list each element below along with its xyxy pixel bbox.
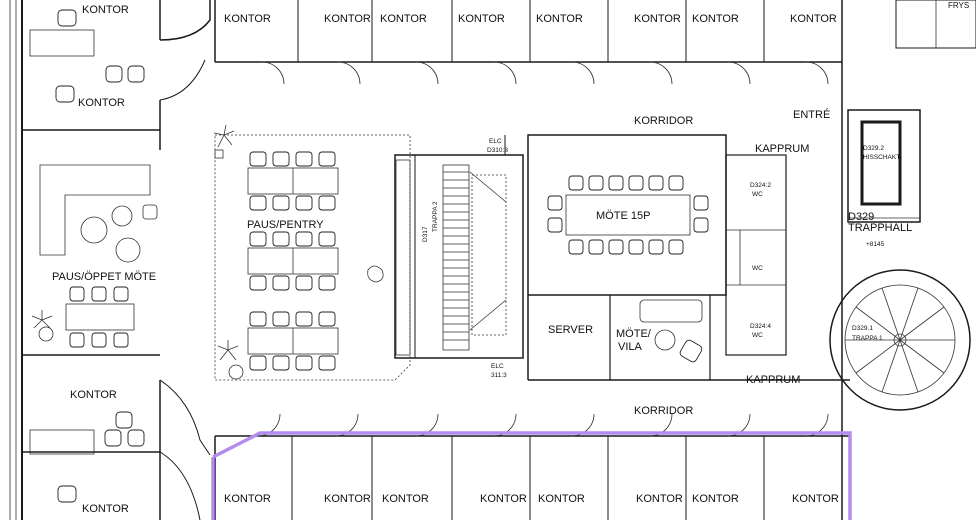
- label-kontor: KONTOR: [82, 4, 129, 16]
- label-trappa2: TRAPPA 2: [432, 201, 439, 232]
- label-paus-pentry: PAUS/PENTRY: [247, 219, 324, 231]
- label-kontor: KONTOR: [458, 13, 505, 25]
- label-entre: ENTRÉ: [793, 108, 830, 121]
- label-trappa2-code: D317: [422, 226, 429, 242]
- label-wc: WC: [752, 191, 763, 198]
- label-kapprum-top: KAPPRUM: [755, 143, 809, 155]
- label-kontor: KONTOR: [634, 13, 681, 25]
- label-kontor: KONTOR: [70, 389, 117, 401]
- label-kontor: KONTOR: [636, 493, 683, 505]
- plant-icon: [213, 124, 235, 159]
- label-hisschakt-code: D329.2: [863, 145, 884, 152]
- label-kontor: KONTOR: [380, 13, 427, 25]
- label-paus-oppet-mote: PAUS/ÖPPET MÖTE: [52, 271, 156, 283]
- label-trappa1: TRAPPA 1: [852, 335, 883, 342]
- label-trapphall-code: D329: [848, 211, 874, 223]
- label-wc-code: D324:2: [750, 182, 771, 189]
- label-kontor: KONTOR: [224, 13, 271, 25]
- label-frys: FRYS: [948, 1, 969, 10]
- sink-icon: [367, 265, 384, 283]
- label-korridor-top: KORRIDOR: [634, 115, 693, 127]
- label-korridor-bottom: KORRIDOR: [634, 405, 693, 417]
- walls: [9, 0, 976, 520]
- label-kontor: KONTOR: [324, 493, 371, 505]
- label-kontor: KONTOR: [536, 13, 583, 25]
- label-kontor: KONTOR: [692, 493, 739, 505]
- plant-icon: [31, 310, 54, 342]
- label-trappa1-code: D329.1: [852, 325, 873, 332]
- label-wc: WC: [752, 265, 763, 272]
- label-kapprum-bottom: KAPPRUM: [746, 374, 800, 386]
- top-office-dividers: [297, 0, 765, 62]
- label-elc-top: ELC: [489, 138, 502, 145]
- label-mote-vila: VILA: [618, 341, 643, 353]
- label-kontor: KONTOR: [790, 13, 837, 25]
- label-mote-vila: MÖTE/: [616, 328, 652, 340]
- top-office-doors: [261, 61, 829, 85]
- label-kontor: KONTOR: [538, 493, 585, 505]
- label-elc-bottom-code: 311:3: [491, 372, 507, 379]
- bottom-office-dividers: [291, 436, 765, 520]
- label-trapphall: TRAPPHALL: [848, 222, 912, 234]
- label-wc: WC: [752, 332, 763, 339]
- label-kontor: KONTOR: [480, 493, 527, 505]
- left-office-furniture: [29, 9, 158, 503]
- label-kontor: KONTOR: [692, 13, 739, 25]
- pentry-chairs: [249, 151, 336, 371]
- label-wc-code: D324:4: [750, 323, 771, 330]
- label-kontor: KONTOR: [224, 493, 271, 505]
- label-elc-top-code: D310:3: [487, 147, 508, 154]
- label-level: +8145: [866, 241, 885, 248]
- spiral-stair-steps: [845, 287, 955, 393]
- label-kontor: KONTOR: [792, 493, 839, 505]
- room-labels: KONTOR KONTOR PAUS/ÖPPET MÖTE KONTOR KON…: [52, 1, 969, 515]
- plant-icon: [217, 340, 244, 380]
- label-kontor: KONTOR: [382, 493, 429, 505]
- pentry-zone: [213, 124, 411, 381]
- bottom-office-doors: [257, 413, 829, 437]
- label-kontor: KONTOR: [82, 503, 129, 515]
- mote-vila-room: [639, 299, 703, 363]
- selection-highlight[interactable]: [211, 431, 852, 520]
- label-kontor: KONTOR: [78, 97, 125, 109]
- label-elc-bottom: ELC: [491, 363, 504, 370]
- meeting-chairs: [547, 175, 709, 255]
- pentry-tables: [247, 167, 339, 355]
- label-server: SERVER: [548, 324, 593, 336]
- label-hisschakt: HISSCHAKT: [863, 154, 900, 161]
- trappa2-stair: [442, 164, 507, 351]
- meeting-room-15p: [547, 175, 709, 255]
- label-kontor: KONTOR: [324, 13, 371, 25]
- label-mote-15p: MÖTE 15P: [596, 210, 650, 222]
